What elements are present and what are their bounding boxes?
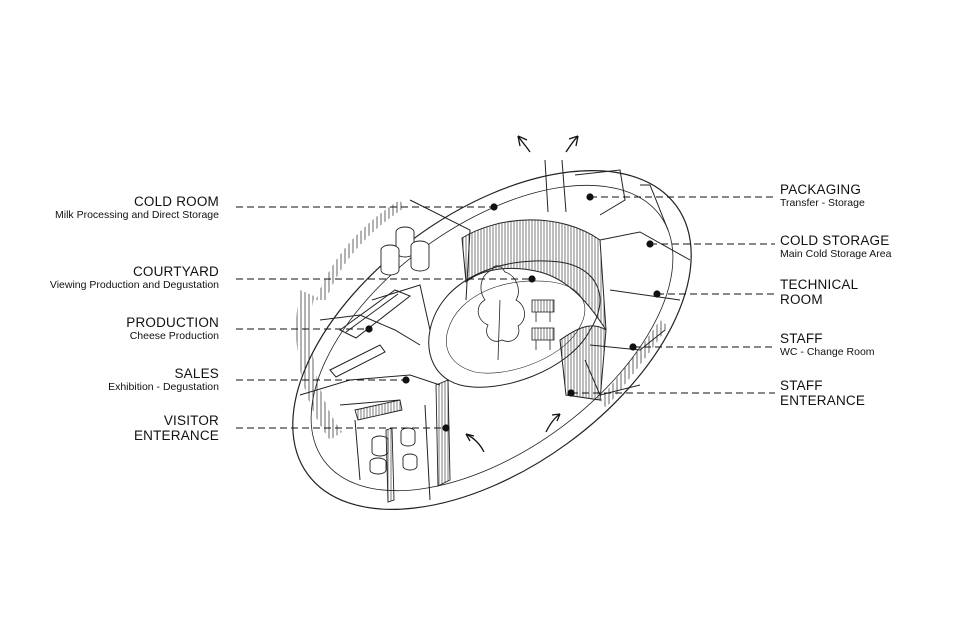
dot-staff-entrance: [567, 389, 575, 397]
leader-dots: [365, 193, 661, 432]
exit-arrow-left: [517, 135, 531, 153]
dot-cold-room: [490, 203, 498, 211]
label-staff-sub: WC - Change Room: [780, 346, 875, 359]
label-cold-storage-sub: Main Cold Storage Area: [780, 248, 892, 261]
dot-production: [365, 325, 373, 333]
circulation-arrows: [465, 135, 579, 453]
label-visitor-entrance: VISITOR ENTERANCE: [134, 413, 219, 443]
milk-tanks: [380, 226, 430, 276]
leader-lines: [236, 196, 775, 429]
dot-technical-room: [653, 290, 661, 298]
label-production: PRODUCTION Cheese Production: [126, 315, 219, 343]
exit-arrow-right: [565, 135, 579, 153]
dot-staff: [629, 343, 637, 351]
label-technical-room-line1: TECHNICAL: [780, 277, 859, 292]
label-cold-storage-title: COLD STORAGE: [780, 233, 890, 248]
label-technical-room: TECHNICAL ROOM: [780, 277, 858, 307]
label-cold-room-sub: Milk Processing and Direct Storage: [55, 209, 219, 222]
label-staff-entrance-line2: ENTERANCE: [780, 393, 866, 409]
label-sales: SALES Exhibition - Degustation: [108, 366, 219, 394]
label-staff-entrance-line1: STAFF: [780, 378, 823, 393]
label-cold-room: COLD ROOM Milk Processing and Direct Sto…: [55, 194, 219, 222]
label-cold-storage: COLD STORAGE Main Cold Storage Area: [780, 233, 891, 261]
label-staff-entrance: STAFF ENTERANCE: [780, 378, 865, 408]
label-sales-title: SALES: [174, 366, 219, 381]
production-counter: [329, 289, 411, 378]
label-visitor-entrance-line2: ENTERANCE: [133, 428, 219, 444]
label-packaging: PACKAGING Transfer - Storage: [780, 182, 865, 210]
dot-visitor-entrance: [442, 424, 450, 432]
label-courtyard-title: COURTYARD: [132, 264, 219, 279]
label-sales-sub: Exhibition - Degustation: [108, 381, 219, 394]
label-visitor-entrance-line1: VISITOR: [163, 413, 219, 428]
label-courtyard: COURTYARD Viewing Production and Degusta…: [50, 264, 219, 292]
dot-packaging: [586, 193, 594, 201]
dot-sales: [402, 376, 410, 384]
label-production-sub: Cheese Production: [129, 330, 219, 343]
label-cold-room-title: COLD ROOM: [133, 194, 219, 209]
label-packaging-title: PACKAGING: [780, 182, 862, 197]
staff-entrance-arrow: [545, 413, 561, 433]
interior-walls: [299, 159, 691, 501]
dot-cold-storage: [646, 240, 654, 248]
dot-courtyard: [528, 275, 536, 283]
label-staff: STAFF WC - Change Room: [780, 331, 875, 359]
facade-hatching: [296, 200, 668, 440]
label-courtyard-sub: Viewing Production and Degustation: [49, 279, 219, 292]
label-technical-room-line2: ROOM: [780, 292, 823, 308]
sales-furniture: [354, 379, 451, 503]
visitor-entrance-arrow: [465, 433, 485, 453]
tree-and-tables: [477, 265, 555, 361]
label-production-title: PRODUCTION: [126, 315, 219, 330]
label-packaging-sub: Transfer - Storage: [780, 197, 865, 210]
label-staff-title: STAFF: [780, 331, 823, 346]
